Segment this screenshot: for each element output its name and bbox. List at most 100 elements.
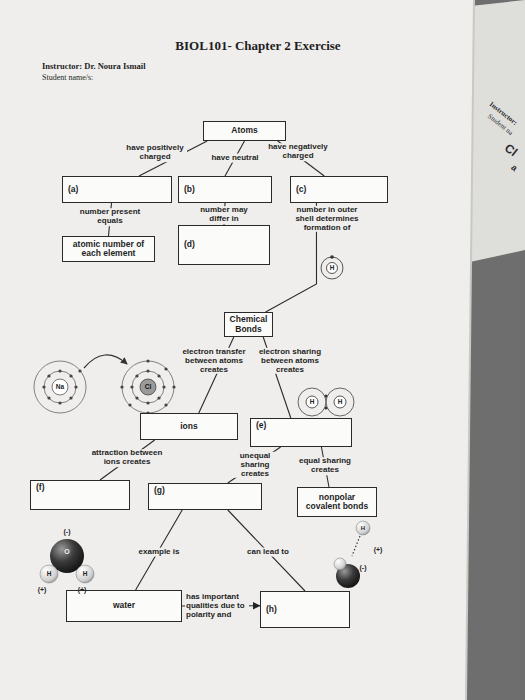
connector [228, 510, 305, 591]
connector [224, 203, 225, 225]
electron [128, 403, 131, 406]
connector [225, 141, 245, 176]
electron [69, 374, 72, 377]
concept-box: atomic number of each element [62, 236, 155, 262]
nucleus [306, 396, 318, 408]
electron [330, 255, 334, 259]
link-phrase: electron transfer between atoms creates [178, 348, 250, 374]
link-phrase: equal sharing creates [294, 457, 356, 475]
connector [136, 510, 183, 590]
concept-box: ions [140, 413, 238, 440]
electron [157, 374, 160, 377]
electron [78, 369, 81, 372]
concept-box: nonpolar covalent bonds [297, 487, 377, 517]
electron [120, 385, 123, 388]
atom-symbol: H [83, 571, 88, 578]
concept-text: (d) [184, 240, 195, 249]
concept-box: (b) [178, 176, 272, 203]
link-phrase: attraction between ions creates [89, 449, 165, 467]
link-phrase: number may differ in [194, 206, 254, 224]
electron [164, 367, 167, 370]
concept-text: water [113, 601, 135, 610]
paper-edge [466, 0, 474, 700]
connector [266, 203, 317, 312]
concept-text: (e) [256, 421, 266, 430]
electron [157, 396, 160, 399]
electron-shell [132, 371, 164, 403]
connector [109, 203, 112, 236]
electrons [120, 359, 175, 414]
student-line: Student name/s: [42, 74, 93, 82]
hydrogen-sphere [356, 521, 370, 535]
transfer-arrow [84, 355, 127, 368]
electron [324, 406, 327, 409]
concept-box: (g) [148, 483, 262, 510]
hydrogen-sphere [334, 558, 346, 570]
connector [139, 141, 207, 176]
hydrogen-sphere [76, 565, 94, 583]
electron-shell [298, 388, 326, 416]
concept-text: (h) [266, 605, 277, 614]
electron [146, 369, 149, 372]
charge-sign: (+) [374, 546, 383, 553]
charge-sign: (+) [38, 586, 47, 593]
link-phrase: have positively charged [123, 144, 187, 162]
concept-box: (e) [250, 418, 352, 447]
electron [172, 385, 175, 388]
electrons [42, 369, 81, 404]
connector [100, 440, 155, 480]
concept-box: (d) [178, 225, 270, 265]
connector [263, 337, 291, 418]
atom-symbol: O [64, 548, 69, 555]
connector [228, 447, 281, 483]
atom-symbol: H [361, 525, 365, 531]
connector [199, 337, 234, 413]
nucleus [327, 263, 338, 274]
instructor-line: Instructor: Dr. Noura Ismail [42, 62, 146, 71]
nucleus [334, 396, 346, 408]
link-phrase: number present equals [77, 208, 143, 226]
charge-sign: (-) [360, 564, 367, 571]
concept-box: (f) [30, 480, 130, 510]
electron [162, 385, 165, 388]
electron [135, 396, 138, 399]
concept-box: Chemical Bonds [224, 312, 273, 337]
electron-shell [326, 388, 354, 416]
atom-symbol: Cl [145, 384, 152, 391]
electron-shell [44, 371, 76, 403]
atom-symbol: H [338, 399, 343, 406]
connector [321, 447, 329, 487]
concept-text: (c) [296, 185, 306, 194]
electron [135, 374, 138, 377]
concept-text: (f) [36, 483, 45, 492]
hydrogen-bond [352, 536, 360, 556]
concept-text: (g) [154, 486, 165, 495]
electron [146, 401, 149, 404]
connector [182, 605, 260, 606]
electron-shell [122, 361, 174, 413]
link-phrase: can lead to [246, 548, 290, 557]
nucleus [140, 379, 156, 395]
electron [74, 385, 77, 388]
atom-symbol: H [310, 399, 315, 406]
concept-text: (a) [68, 185, 78, 194]
concept-text: nonpolar covalent bonds [303, 493, 371, 512]
paper-sheet [0, 0, 474, 700]
link-phrase: have negatively charged [263, 143, 333, 161]
electron [146, 359, 149, 362]
connector [278, 141, 325, 176]
hydrogen-sphere [40, 565, 58, 583]
concept-box: Atoms [203, 121, 286, 141]
link-phrase: example is [138, 548, 181, 557]
concept-box: (c) [290, 176, 388, 203]
charge-sign: (+) [78, 586, 87, 593]
atom-symbol: Na [56, 384, 64, 391]
concept-text: (b) [184, 185, 195, 194]
electron [47, 374, 50, 377]
link-phrase: has important qualities due to polarity … [185, 593, 249, 619]
electron [164, 403, 167, 406]
concept-text: Chemical Bonds [230, 315, 268, 334]
electron [42, 385, 45, 388]
concept-text: atomic number of each element [68, 240, 149, 259]
